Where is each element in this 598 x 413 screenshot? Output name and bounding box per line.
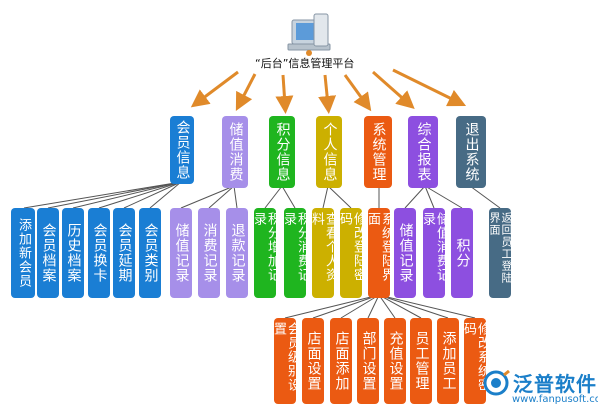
item-stored-record[interactable]: 储值记录	[170, 208, 192, 298]
brand-logo: 泛普软件	[482, 368, 597, 397]
item-report-stored-record[interactable]: 储值记录	[394, 208, 416, 298]
item-staff-management[interactable]: 员工管理	[410, 318, 432, 404]
computer-icon	[287, 13, 331, 56]
item-view-profile[interactable]: 查看个人资料	[309, 208, 338, 298]
brand-name: 泛普软件	[513, 372, 597, 396]
item-report-stored-consume[interactable]: 储值消费记录	[420, 208, 449, 298]
item-member-archive[interactable]: 会员档案	[37, 208, 59, 298]
item-points-add-record[interactable]: 积分增加记录	[251, 208, 280, 298]
item-change-card[interactable]: 会员换卡	[88, 208, 110, 298]
item-add-staff[interactable]: 添加员工	[437, 318, 459, 404]
fanpu-logo-icon	[483, 369, 510, 395]
item-consume-record[interactable]: 消费记录	[198, 208, 220, 298]
item-change-system-password[interactable]: 修改系统密码	[461, 318, 490, 404]
item-points-consume-record[interactable]: 积分消费记录	[281, 208, 310, 298]
item-store-add[interactable]: 店面添加	[330, 318, 352, 404]
module-stored-value[interactable]: 储值消费	[222, 116, 248, 188]
brand-url: www.fanpusoft.com	[512, 394, 598, 405]
module-member-info[interactable]: 会员信息	[170, 116, 194, 184]
connector-lines	[23, 181, 501, 319]
module-system[interactable]: 系统管理	[364, 116, 392, 188]
item-store-setting[interactable]: 店面设置	[302, 318, 324, 404]
item-recharge-setting[interactable]: 充值设置	[384, 318, 406, 404]
item-member-category[interactable]: 会员类别	[139, 208, 161, 298]
root-arrows	[190, 68, 467, 114]
item-member-level-setting[interactable]: 会员级别设置	[271, 318, 300, 404]
item-extend-membership[interactable]: 会员延期	[113, 208, 135, 298]
item-refund-record[interactable]: 退款记录	[226, 208, 248, 298]
root-title: “后台”信息管理平台	[255, 57, 355, 70]
item-add-member[interactable]: 添加新会员	[11, 208, 35, 298]
module-personal[interactable]: 个人信息	[316, 116, 342, 188]
item-report-points[interactable]: 积分	[451, 208, 473, 298]
item-return-staff-login[interactable]: 返回员工登陆界面	[488, 208, 513, 298]
item-history-archive[interactable]: 历史档案	[62, 208, 84, 298]
module-points[interactable]: 积分信息	[269, 116, 295, 188]
item-change-password[interactable]: 修改登陆密码	[337, 208, 366, 298]
module-exit[interactable]: 退出系统	[456, 116, 486, 188]
item-system-login[interactable]: 系统登陆界面	[365, 208, 394, 298]
module-reports[interactable]: 综合报表	[408, 116, 438, 188]
item-department-setting[interactable]: 部门设置	[357, 318, 379, 404]
